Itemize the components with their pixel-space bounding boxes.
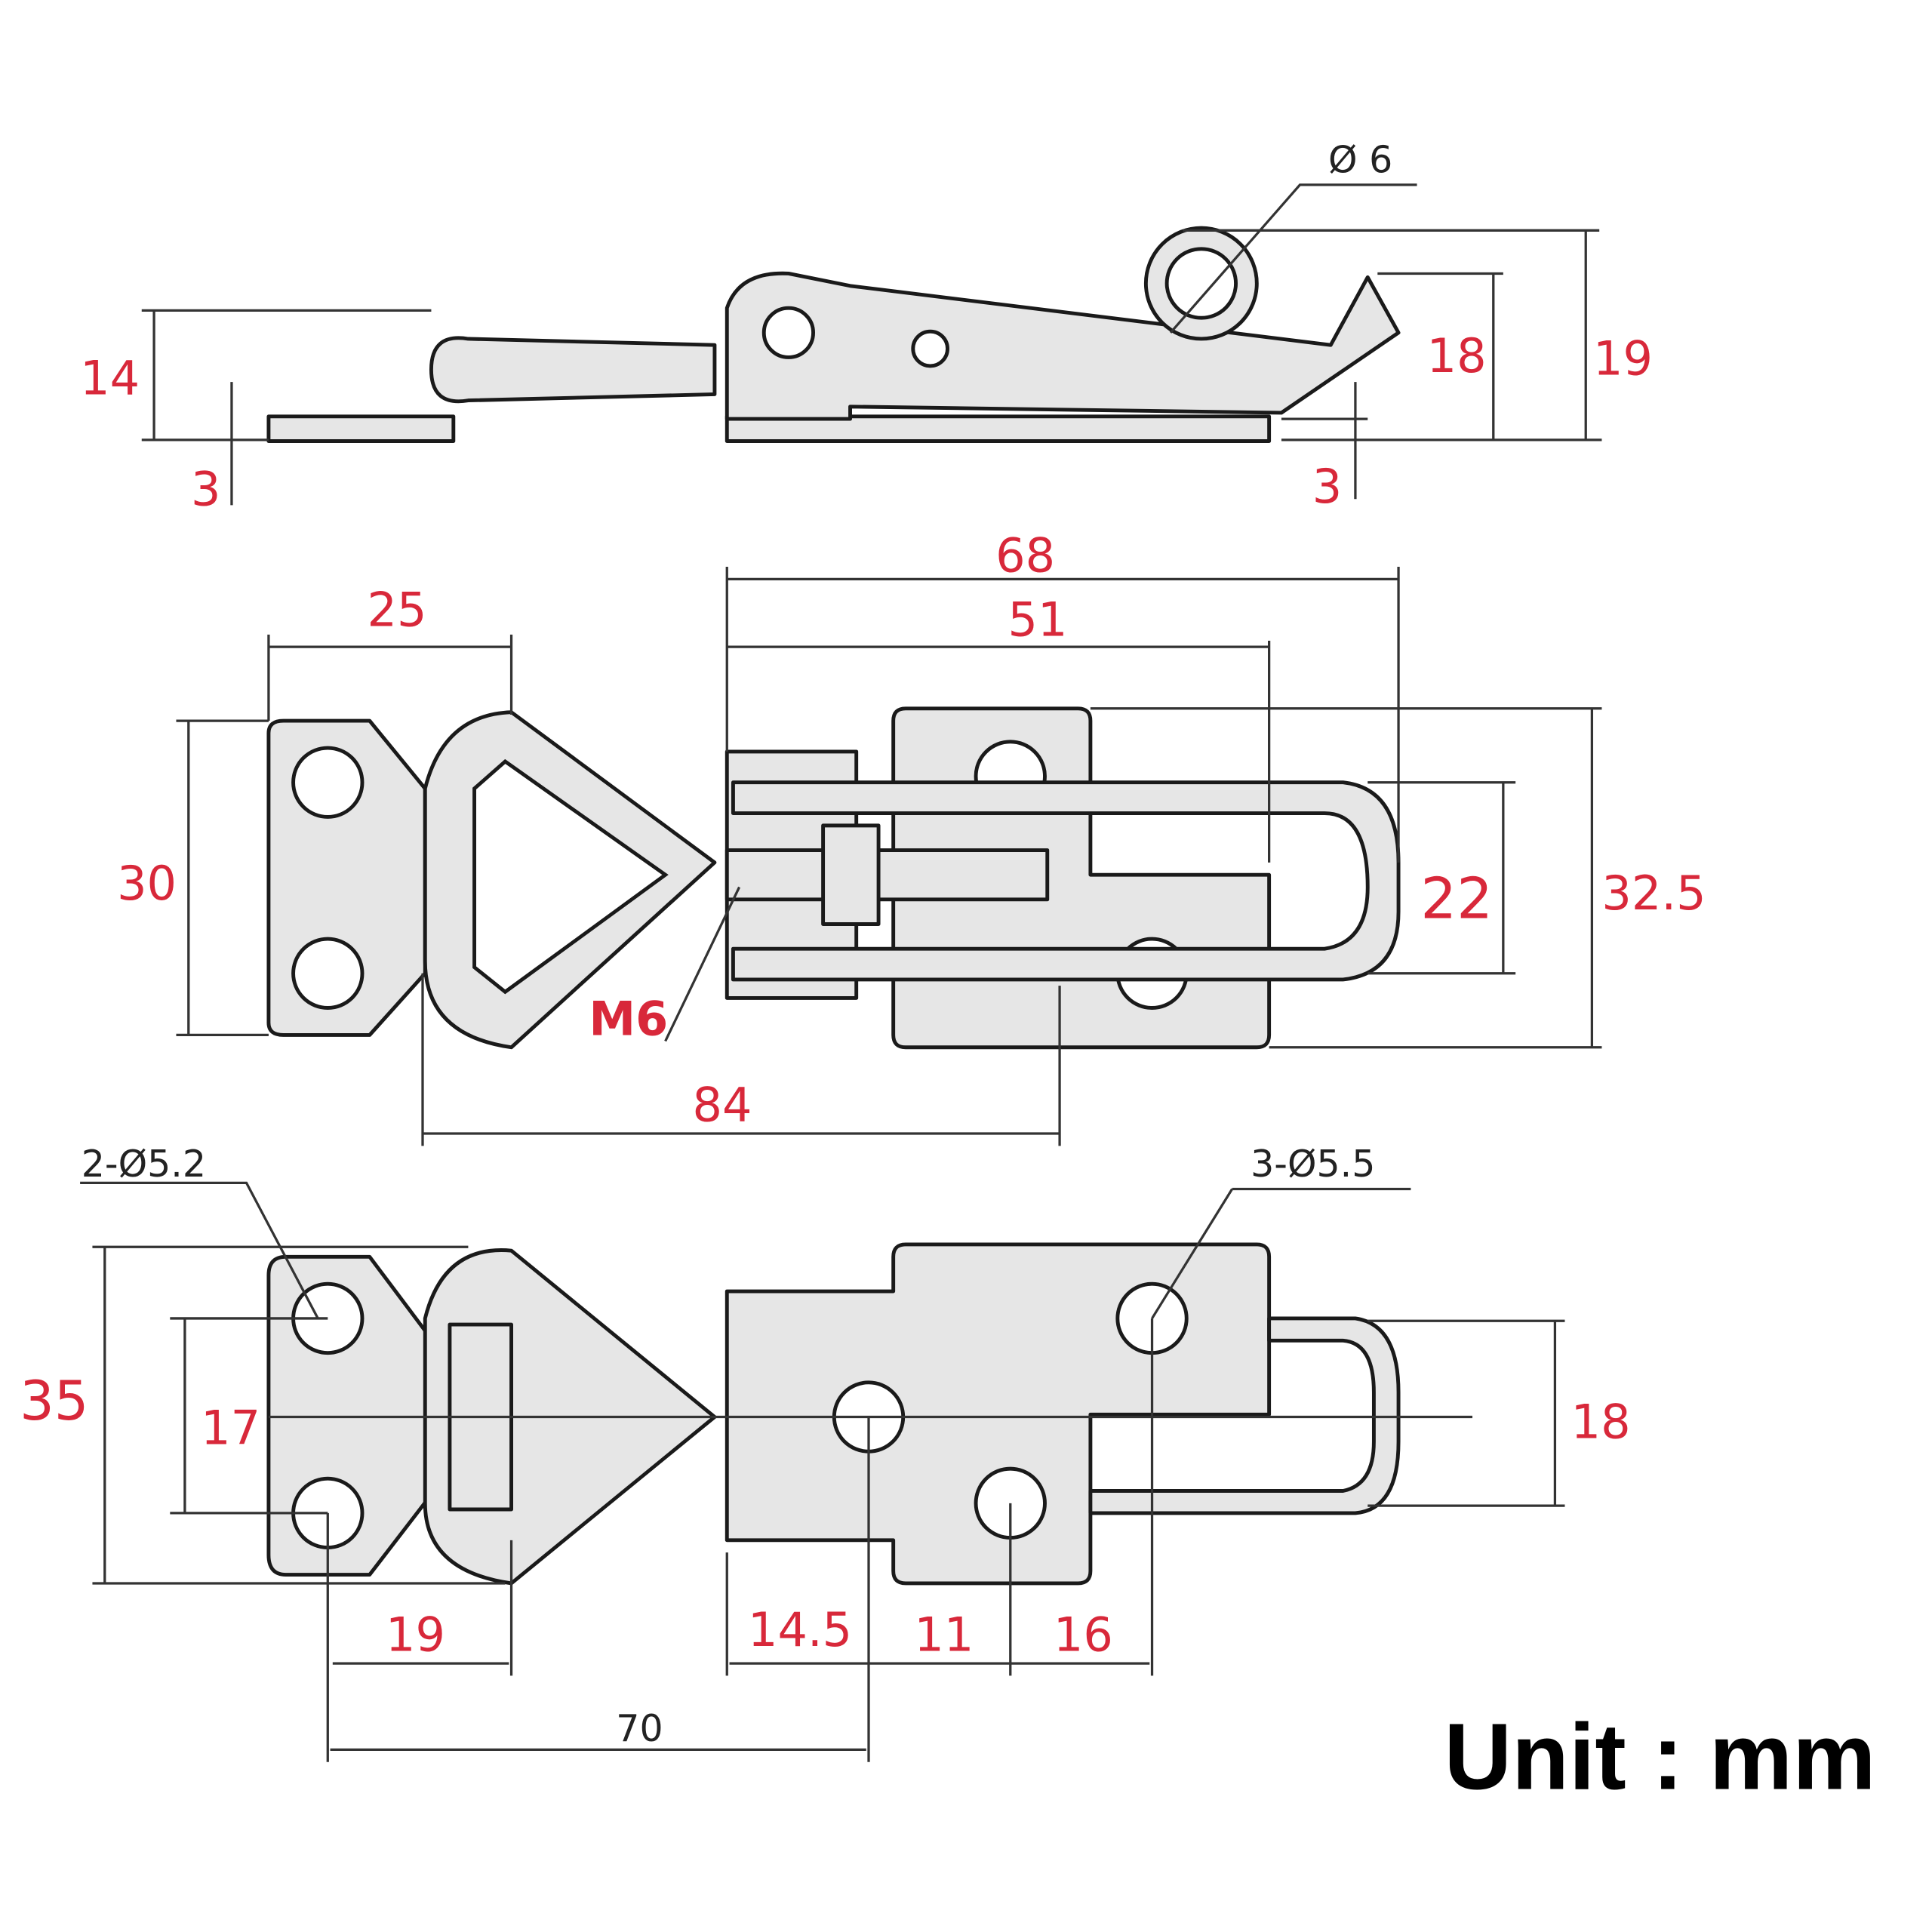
dim-hole-dia-6: Ø 6 [1328, 139, 1392, 182]
dim-18-bottom: 18 [1571, 1394, 1631, 1449]
nut [821, 823, 881, 926]
dim-32-5: 32.5 [1601, 866, 1706, 921]
dim-84: 84 [693, 1078, 752, 1133]
dim-3-left: 3 [191, 461, 220, 516]
dim-51: 51 [1008, 592, 1068, 647]
unit-label: Unit : mm [1444, 1706, 1875, 1810]
rivet-hole [911, 329, 949, 368]
dim-19-bottom: 19 [386, 1607, 445, 1663]
dim-22: 22 [1420, 865, 1493, 931]
threaded-rod [724, 848, 1050, 902]
dim-68: 68 [995, 528, 1055, 583]
thread-m6: M6 [589, 991, 668, 1046]
dim-19: 19 [1593, 331, 1653, 386]
wire-hook [731, 780, 1401, 982]
wire-loop-side [429, 336, 717, 404]
holes-left-label: 2-Ø5.2 [82, 1143, 206, 1186]
eye-hole [1164, 247, 1238, 320]
pivot-hole [761, 306, 815, 359]
dim-17: 17 [201, 1400, 260, 1455]
dim-30: 30 [117, 856, 177, 911]
catch-hole-bottom [291, 937, 365, 1010]
dim-18-hook: 18 [1427, 328, 1487, 383]
dim-70: 70 [616, 1707, 663, 1750]
lever-side [724, 271, 1401, 421]
dim-25: 25 [368, 582, 427, 637]
side-view: 14 3 3 18 19 Ø 6 [80, 139, 1653, 517]
dim-35: 35 [20, 1369, 88, 1432]
wire-hook-bottom [1088, 1316, 1401, 1515]
dim-14-5: 14.5 [748, 1602, 852, 1657]
dim-11: 11 [914, 1607, 974, 1663]
top-view: 25 68 51 30 22 32.5 M6 84 [117, 528, 1706, 1146]
dim-14: 14 [80, 350, 140, 405]
dim-16: 16 [1054, 1607, 1113, 1663]
bottom-view: 35 17 18 19 14.5 11 16 70 2-Ø5.2 3-Ø5.5 [20, 1143, 1631, 1762]
holes-right-label: 3-Ø5.5 [1251, 1143, 1375, 1186]
dim-3-right: 3 [1312, 459, 1342, 514]
catch-hole-top [291, 746, 365, 819]
triangle-loop-inner [472, 758, 669, 995]
left-plate-side [266, 414, 456, 443]
